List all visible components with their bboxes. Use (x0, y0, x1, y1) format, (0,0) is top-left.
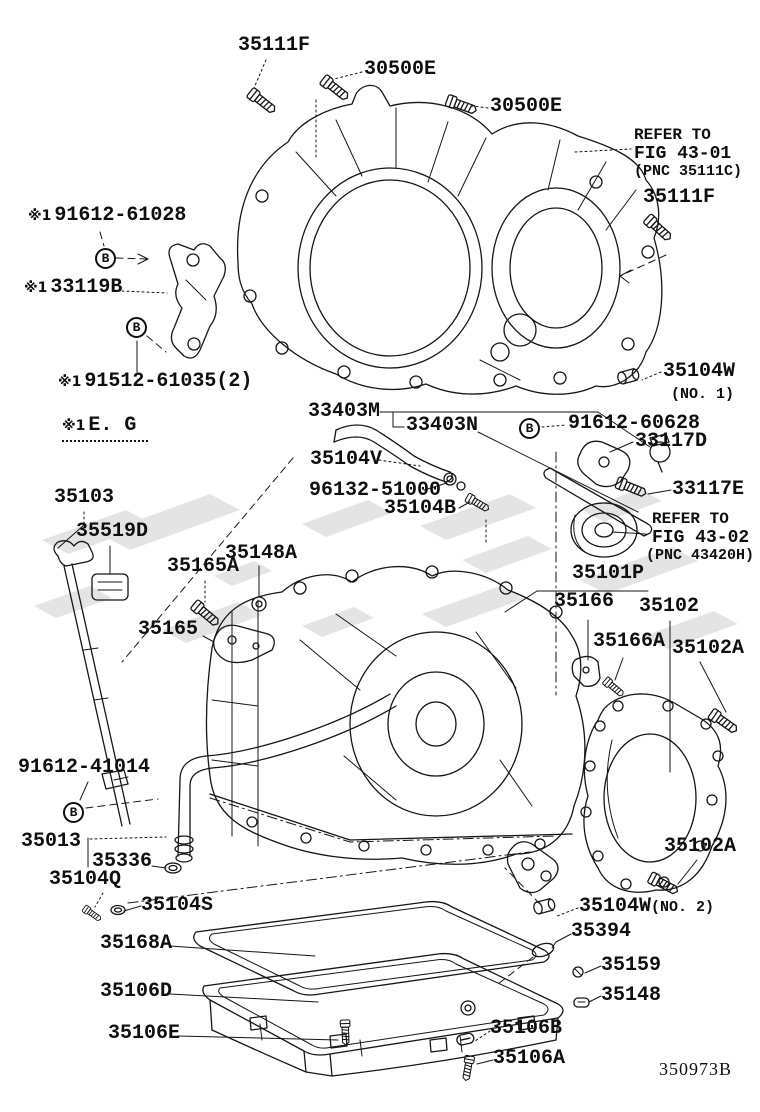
watermark (34, 489, 738, 649)
refer-line: (PNC 35111C) (634, 163, 743, 181)
dashed-lines (85, 231, 667, 985)
part-number-text: 35104W (663, 360, 736, 383)
part-label-35103[interactable]: 35103 (54, 486, 115, 509)
refer-note-fig-43-02: REFER TO FIG 43-02 (PNC 43420H) (646, 510, 755, 565)
drawing-number: 350973B (659, 1059, 733, 1079)
refer-line: FIG 43-02 (652, 527, 750, 548)
right-side-parts-drawing (531, 367, 653, 916)
part-label-91612-41014[interactable]: 91612-41014 (18, 756, 151, 779)
part-label-35104V[interactable]: 35104V (310, 448, 383, 471)
part-label-35166[interactable]: 35166 (554, 590, 615, 613)
refer-note-fig-43-01: REFER TO FIG 43-01 (PNC 35111C) (634, 126, 743, 181)
breather-parts-drawing (333, 424, 671, 515)
refer-line: REFER TO (652, 510, 729, 528)
part-label-35013[interactable]: 35013 (21, 830, 82, 853)
part-label-35106E[interactable]: 35106E (108, 1022, 181, 1045)
part-label-35104S[interactable]: 35104S (141, 894, 214, 917)
part-number-text: 35104W (579, 895, 652, 918)
leader-lines (57, 340, 727, 1065)
transaxle-housing-drawing (236, 84, 663, 395)
bracket-33119B-drawing (168, 243, 226, 359)
note-text: E. G (88, 414, 137, 437)
small-parts-drawing (91, 573, 601, 1046)
part-label-33117D[interactable]: 33117D (635, 430, 708, 453)
part-label-35104B[interactable]: 35104B (384, 497, 457, 520)
part-label-35166A[interactable]: 35166A (593, 630, 666, 653)
dotted-leader-lines (83, 59, 662, 1042)
part-label-35111F-2[interactable]: 35111F (643, 186, 716, 209)
bolt-symbol-circle-b: B (95, 248, 116, 269)
part-label-91612-60628[interactable]: 91612-60628 (568, 412, 701, 435)
refer-line: REFER TO (634, 126, 711, 144)
part-label-35168A[interactable]: 35168A (100, 932, 173, 955)
part-label-35102[interactable]: 35102 (639, 595, 700, 618)
bolt-symbol-circle-b: B (63, 802, 84, 823)
part-label-35148A[interactable]: 35148A (225, 542, 298, 565)
part-label-35102A-2[interactable]: 35102A (664, 835, 737, 858)
part-label-33403M[interactable]: 33403M (308, 400, 381, 423)
part-label-35104W-no2[interactable]: 35104W(NO. 2) (579, 897, 714, 917)
part-label-35106B[interactable]: 35106B (490, 1017, 563, 1040)
part-label-35148[interactable]: 35148 (601, 984, 662, 1007)
part-label-35106A[interactable]: 35106A (493, 1047, 566, 1070)
part-label-30500E[interactable]: 30500E (364, 58, 437, 81)
part-label-35165A[interactable]: 35165A (167, 555, 240, 578)
refer-line: (PNC 43420H) (646, 547, 755, 565)
part-label-33117E[interactable]: 33117E (672, 478, 745, 501)
transaxle-case-drawing (205, 565, 586, 894)
part-number-text: 91612-61028 (54, 204, 187, 227)
part-label-35104Q[interactable]: 35104Q (49, 868, 122, 891)
asterisk-note-marker: ※1 (28, 208, 52, 224)
part-label-35111F[interactable]: 35111F (238, 34, 311, 57)
side-cover-drawing (580, 693, 727, 893)
part-label-35101P[interactable]: 35101P (572, 562, 645, 585)
asterisk-note-marker: ※1 (58, 374, 82, 390)
part-label-35106D[interactable]: 35106D (100, 980, 173, 1003)
part-number-qualifier: (NO. 2) (651, 899, 715, 916)
part-number-text: 33119B (50, 276, 123, 299)
dipstick-and-filler-tube-drawing (53, 540, 397, 916)
part-label-35394[interactable]: 35394 (571, 920, 632, 943)
part-label-35336[interactable]: 35336 (92, 850, 153, 873)
part-label-30500E-2[interactable]: 30500E (490, 95, 563, 118)
oil-pan-drawing (202, 952, 564, 1077)
part-number-qualifier: (NO. 1) (671, 386, 735, 403)
part-label-35104W-no1[interactable]: 35104W (NO. 1) (663, 360, 736, 403)
part-label-96132-51000[interactable]: 96132-51000 (309, 479, 442, 502)
refer-line: FIG 43-01 (634, 143, 732, 164)
part-label-35519D[interactable]: 35519D (76, 520, 149, 543)
oil-pan-gasket-drawing (193, 900, 550, 996)
asterisk-note-marker: ※1 (24, 280, 48, 296)
bolt-symbol-circle-b: B (519, 418, 540, 439)
part-label-35102A[interactable]: 35102A (672, 637, 745, 660)
part-label-35165[interactable]: 35165 (138, 618, 199, 641)
bolt-symbol-circle-b: B (126, 317, 147, 338)
part-label-33403N[interactable]: 33403N (406, 414, 479, 437)
part-number-text: 91512-61035(2) (84, 370, 253, 393)
part-label-35159[interactable]: 35159 (601, 954, 662, 977)
asterisk-note-marker: ※1 (62, 418, 86, 434)
